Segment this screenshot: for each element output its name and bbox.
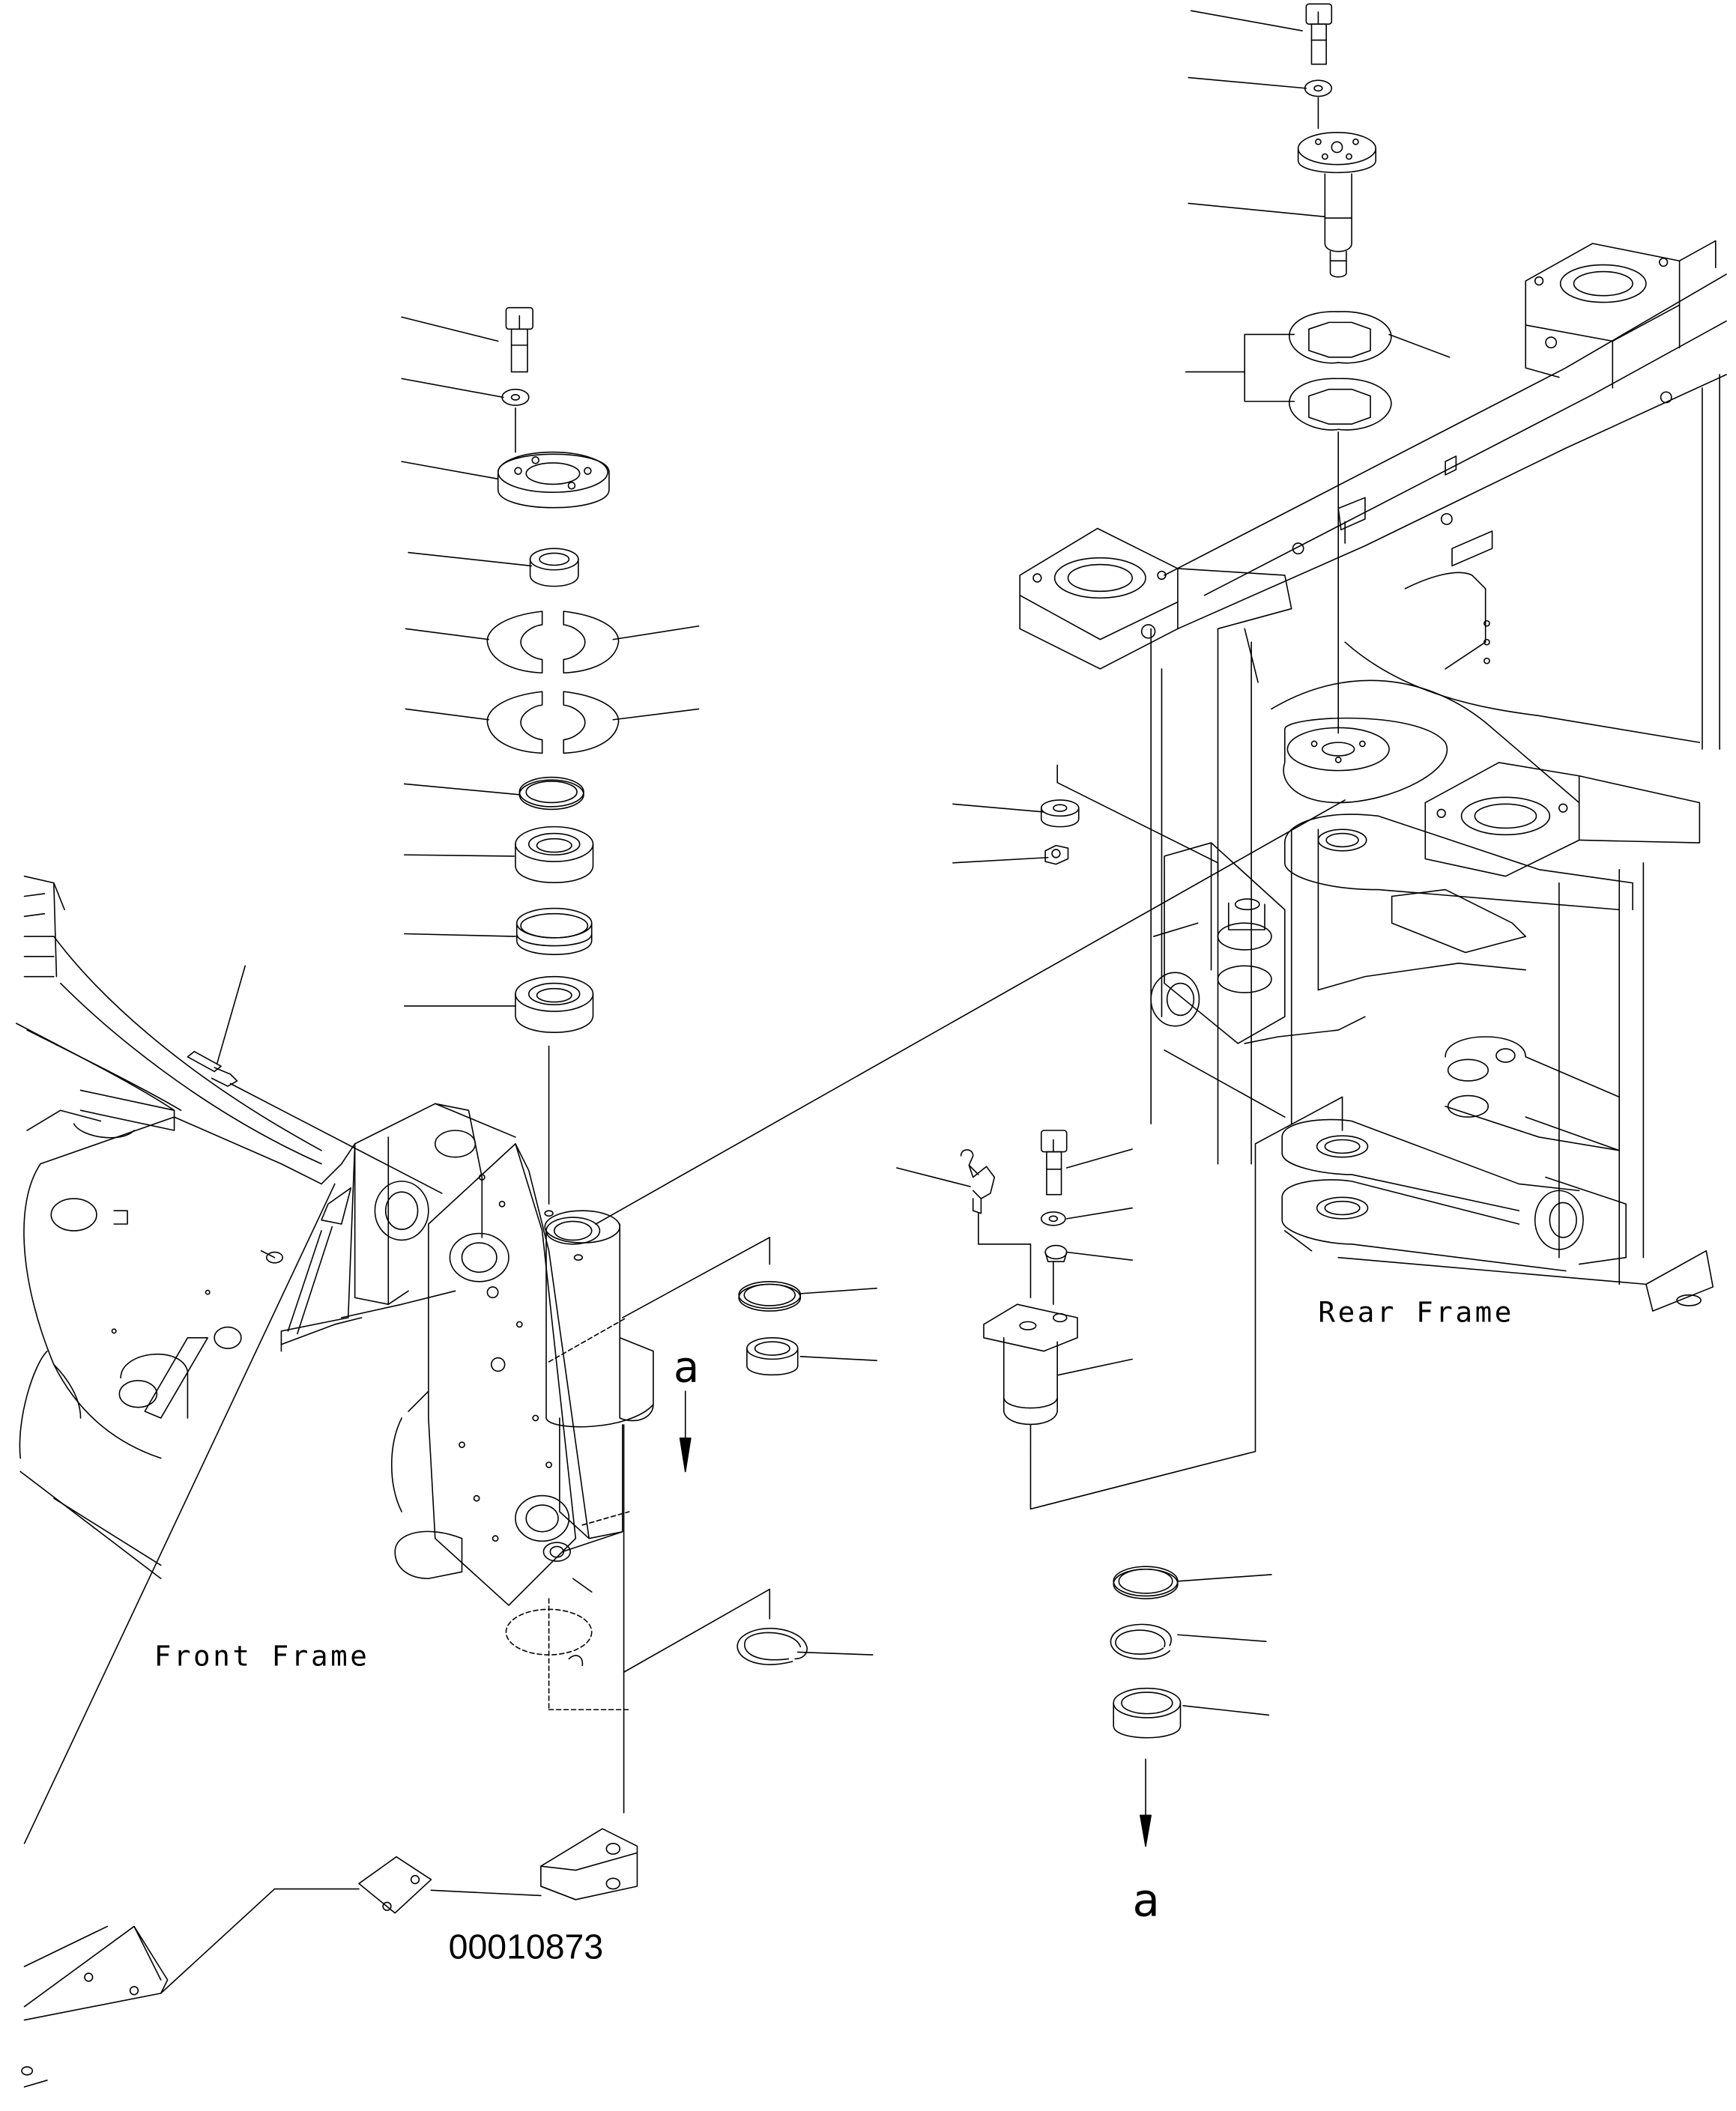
- rear-pin-stack: [1041, 4, 1391, 864]
- leader-boss: [1057, 765, 1218, 876]
- front-frame: [16, 876, 653, 2087]
- bolt-center-icon: [1041, 1130, 1067, 1195]
- ring-upper-right-icon: [1113, 1566, 1178, 1599]
- nut-right-icon: [1045, 846, 1068, 864]
- bolt-top-left-icon: [506, 308, 533, 372]
- plug-center-icon: [1045, 1246, 1067, 1262]
- seal-ring-center-icon: [739, 1282, 800, 1311]
- washer-center-icon: [1041, 1212, 1065, 1226]
- section-ref-upper: a: [674, 1343, 699, 1393]
- shim-lower-right-icon: [1289, 378, 1391, 430]
- arrow-down-upper-icon: [680, 1391, 691, 1471]
- snap-ring-center-icon: [737, 1629, 807, 1665]
- bushing-right-icon: [1113, 1689, 1180, 1738]
- leader-lines-left: [217, 317, 699, 1063]
- rear-frame-label: Rear Frame: [1318, 1295, 1514, 1328]
- pin-flanged-center-icon: [984, 1304, 1077, 1424]
- seal-ring-left-icon: [519, 778, 584, 810]
- spacer-collar-left-icon: [530, 548, 578, 586]
- retainer-plate-left-icon: [498, 452, 609, 508]
- center-lower-parts: [623, 1097, 1343, 1846]
- grease-fitting-front-icon: [187, 1052, 441, 1193]
- leader-lines-top-right: [953, 10, 1450, 863]
- race-ring-left-icon: [517, 909, 592, 955]
- bearing-lower-left-icon: [515, 977, 593, 1033]
- washer-right-icon: [1305, 80, 1332, 96]
- washer-left-icon: [502, 390, 529, 405]
- connection-line: [596, 800, 1345, 1224]
- section-ref-lower: a: [1132, 1874, 1160, 1927]
- bearing-upper-left-icon: [515, 827, 593, 883]
- front-pin-stack: [487, 308, 618, 1204]
- grease-fitting-rear-icon: [961, 1150, 1031, 1297]
- figure-number: 00010873: [449, 1927, 604, 1966]
- spacer-right-icon: [1041, 800, 1079, 827]
- shim-upper-right-icon: [1289, 312, 1391, 363]
- leader-lines-center: [798, 1149, 1271, 1715]
- shim-upper-left-icon: [487, 611, 618, 673]
- arrow-down-lower-icon: [1140, 1759, 1151, 1846]
- snap-ring-right-icon: [1110, 1624, 1171, 1659]
- bushing-center-icon: [747, 1338, 798, 1375]
- rear-frame: [1020, 240, 1726, 1311]
- shim-lower-left-icon: [487, 691, 618, 753]
- pin-flange-right-icon: [1298, 133, 1376, 277]
- bolt-top-right-icon: [1306, 4, 1331, 64]
- front-frame-label: Front Frame: [154, 1639, 370, 1672]
